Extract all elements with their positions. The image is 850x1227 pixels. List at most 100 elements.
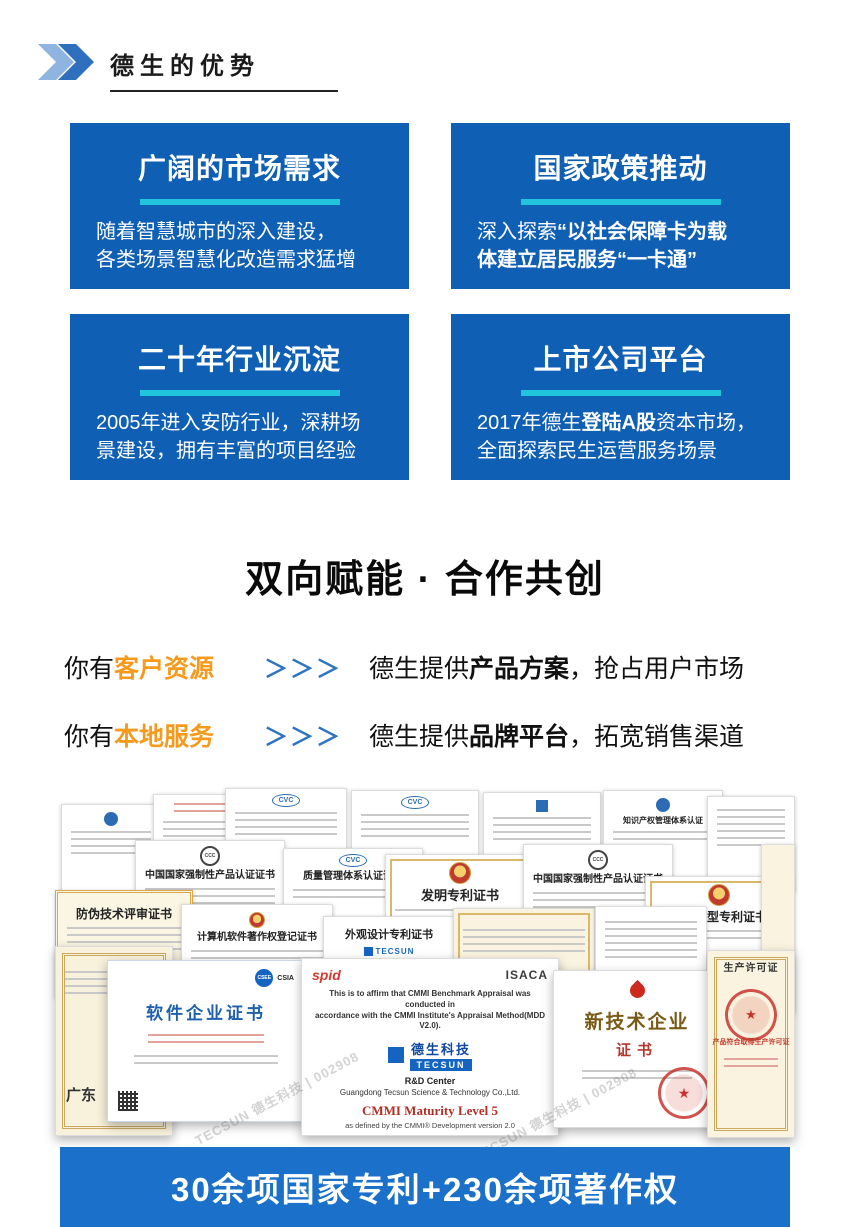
card-body: 2017年德生登陆A股资本市场， 全面探索民生运营服务场景	[475, 409, 766, 466]
card-divider	[520, 199, 721, 205]
you-have-label: 你有	[64, 655, 115, 683]
header-title-block: 德生的优势	[110, 44, 338, 92]
triple-chevron-icon: ＞＞＞	[264, 724, 342, 751]
qr-code	[118, 1091, 138, 1111]
text-placeholder	[463, 929, 585, 955]
certificate-cmmi: spid ISACA This is to affirm that CMMI B…	[301, 958, 559, 1136]
ccc-logo-icon: CCC	[588, 850, 608, 870]
benefit-text: ，抢占用户市场	[569, 655, 745, 683]
footer-banner-text: 30余项国家专利+230余项著作权	[170, 1171, 680, 1208]
rd-center-label: R&D Center	[404, 1076, 456, 1087]
cmmi-statement-line2: accordance with the CMMI Institute's App…	[314, 1010, 546, 1031]
card-title: 上市公司平台	[533, 343, 708, 375]
certificate-software-enterprise: CSEE CSIA 软件企业证书	[107, 960, 305, 1122]
advantage-card-policy: 国家政策推动 深入探索“以社会保障卡为载 体建立居民服务“一卡通”	[451, 123, 790, 289]
certificate-title: 知识产权管理体系认证	[623, 816, 703, 825]
text-placeholder	[293, 888, 413, 902]
square-logo-icon	[536, 800, 548, 812]
seal-star: ★	[745, 1007, 757, 1022]
text-placeholder	[191, 949, 323, 963]
national-emblem-icon	[708, 884, 730, 906]
card-title: 广阔的市场需求	[137, 153, 341, 184]
certificate-title: 中国国家强制性产品认证证书	[533, 874, 663, 885]
tecsun-square-icon	[363, 946, 373, 956]
offer-bold: 产品方案	[469, 655, 570, 683]
certificate-title: 计算机软件著作权登记证书	[197, 932, 317, 943]
spid-logo: spid	[312, 967, 341, 983]
advantage-card-market-demand: 广阔的市场需求 随着智慧城市的深入建设， 各类场景智慧化改造需求猛增	[70, 123, 409, 289]
certificate-subtitle: 证书	[615, 1042, 658, 1059]
certificate-title: 外观设计专利证书	[345, 929, 433, 941]
text-placeholder	[361, 814, 469, 840]
card-body-text: 2017年德生	[477, 411, 582, 434]
cooperation-right: 德生提供品牌平台，拓宽销售渠道	[369, 717, 744, 753]
double-chevron-right-icon	[36, 44, 94, 80]
offer-bold: 品牌平台	[469, 723, 570, 751]
national-emblem-icon	[449, 862, 471, 884]
round-logo-icon	[104, 812, 118, 826]
cooperation-left: 你有客户资源	[64, 649, 264, 685]
cvc-logo-icon: CVC	[400, 796, 430, 809]
card-body: 随着智慧城市的深入建设， 各类场景智慧化改造需求猛增	[94, 218, 385, 275]
cmmi-level: CMMI Maturity Level 5	[361, 1103, 499, 1119]
card-title: 二十年行业沉淀	[137, 343, 341, 375]
cmmi-statement: This is to affirm that CMMI Benchmark Ap…	[312, 989, 548, 1032]
title-underline	[110, 90, 338, 92]
cvc-logo-icon: CVC	[271, 794, 301, 807]
certificate-title: 新技术企业	[584, 1012, 690, 1033]
certificate-title: 软件企业证书	[146, 1004, 266, 1023]
text-placeholder	[724, 1057, 778, 1071]
cooperation-section: 双向赋能 · 合作共创 你有客户资源 ＞＞＞ 德生提供产品方案，抢占用户市场 你…	[0, 548, 850, 785]
card-body-text: 2005年进入安防行业，深耕场 景建设，拥有丰富的项目经验	[96, 411, 361, 463]
company-name: Guangdong Tecsun Science & Technology Co…	[339, 1088, 521, 1098]
license-seal-text: 产品符合取得生产许可证	[712, 1039, 790, 1046]
association-logos: CSEE CSIA	[255, 969, 294, 987]
card-body: 2005年进入安防行业，深耕场 景建设，拥有丰富的项目经验	[94, 409, 385, 466]
card-divider	[139, 199, 340, 205]
asset-highlight: 客户资源	[114, 655, 215, 683]
triple-chevron-icon: ＞＞＞	[264, 656, 342, 683]
cooperation-left: 你有本地服务	[64, 717, 264, 753]
national-emblem-icon	[249, 912, 265, 928]
text-placeholder	[717, 809, 785, 849]
csia-logo-icon: CSIA	[277, 974, 294, 982]
advantage-card-listed-company: 上市公司平台 2017年德生登陆A股资本市场， 全面探索民生运营服务场景	[451, 313, 790, 480]
tecsun-logo: 德生科技 TECSUN	[312, 1039, 548, 1072]
card-body-text: 深入探索	[477, 221, 557, 243]
ccc-logo-icon: CCC	[200, 846, 220, 866]
certificates-collage: CVC CVC 知识产权管理体系认证 CCC 中国国家强制性产品认证证书 CVC…	[55, 788, 795, 1164]
provide-label: 德生提供	[369, 655, 470, 683]
you-have-label: 你有	[64, 723, 115, 751]
card-body-text: 资本市场， 全面探索民生运营服务场景	[477, 411, 756, 463]
tecsun-wordmark-block: 德生科技 TECSUN	[410, 1039, 472, 1072]
tecsun-wordmark: TECSUN	[375, 946, 415, 956]
certificate-hightech-enterprise: 新技术企业 证书 ★	[553, 970, 721, 1128]
cooperation-title: 双向赋能 · 合作共创	[245, 559, 605, 601]
text-placeholder	[148, 1034, 264, 1047]
round-logo-icon	[656, 798, 670, 812]
isaca-logo: ISACA	[505, 968, 548, 982]
cooperation-right: 德生提供产品方案，抢占用户市场	[369, 649, 744, 685]
tecsun-square-icon	[388, 1047, 405, 1064]
header: 德生的优势	[36, 44, 338, 92]
card-divider	[139, 389, 340, 396]
card-divider	[520, 389, 721, 396]
provide-label: 德生提供	[369, 723, 470, 751]
advantage-card-experience: 二十年行业沉淀 2005年进入安防行业，深耕场 景建设，拥有丰富的项目经验	[70, 313, 409, 480]
benefit-text: ，拓宽销售渠道	[569, 723, 745, 751]
guangdong-text: 广东	[66, 1087, 97, 1104]
seal-star: ★	[677, 1084, 691, 1101]
card-body-bold: 登陆A股	[581, 411, 656, 434]
cmmi-statement-line1: This is to affirm that CMMI Benchmark Ap…	[329, 989, 531, 1009]
card-body: 深入探索“以社会保障卡为载 体建立居民服务“一卡通”	[475, 218, 766, 275]
footer-banner: 30余项国家专利+230余项著作权	[60, 1147, 790, 1227]
text-placeholder	[605, 921, 697, 961]
tecsun-logo: TECSUN	[324, 946, 454, 956]
text-placeholder	[235, 812, 337, 838]
cmmi-header: spid ISACA	[312, 967, 548, 983]
tecsun-chinese-name: 德生科技	[410, 1042, 471, 1058]
asset-highlight: 本地服务	[114, 723, 215, 751]
certificate-title: 防伪技术评审证书	[75, 907, 172, 921]
red-seal-icon: ★	[658, 1067, 710, 1119]
